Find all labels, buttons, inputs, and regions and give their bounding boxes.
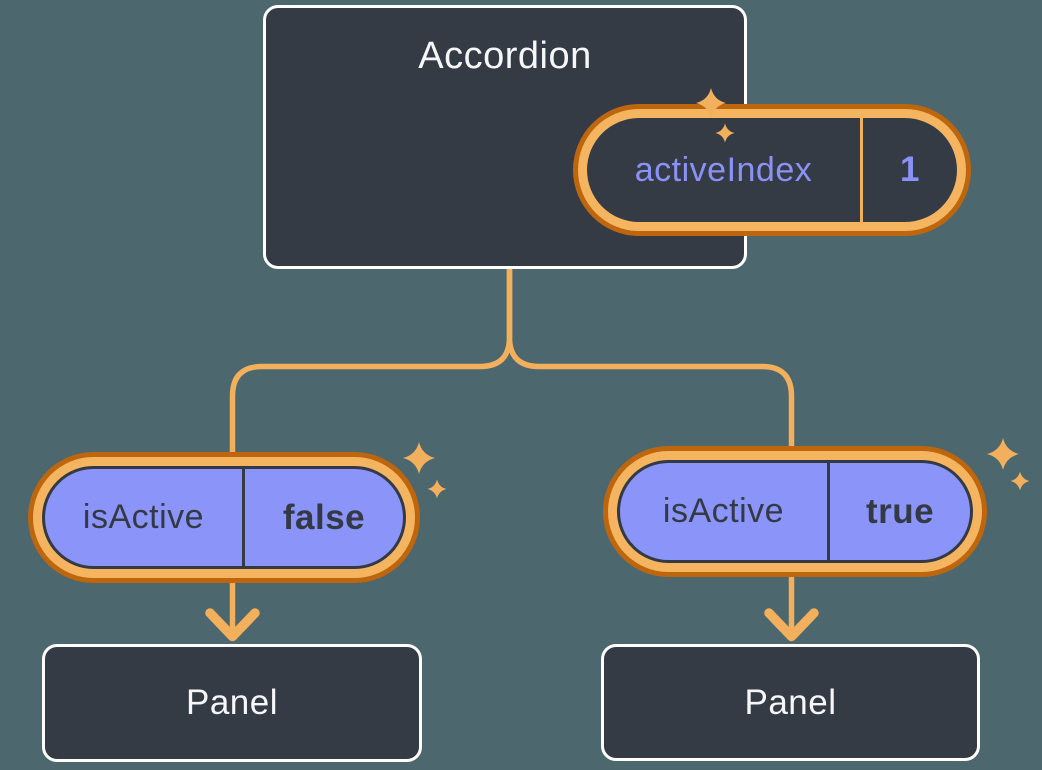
state-pill-ring: activeIndex 1 — [578, 109, 966, 231]
state-value: 1 — [900, 150, 920, 189]
component-title: Panel — [185, 683, 279, 722]
prop-name: isActive — [620, 463, 830, 560]
prop-value: true — [865, 491, 935, 531]
component-title: Panel — [744, 682, 837, 722]
prop-value: false — [282, 497, 366, 537]
panel-component-box-left: Panel — [42, 644, 422, 762]
accordion-component-box: Accordion activeIndex 1 — [263, 5, 971, 269]
state-pill: activeIndex 1 — [573, 104, 971, 236]
prop-name: isActive — [45, 469, 245, 566]
state-name: activeIndex — [587, 118, 863, 222]
prop-pill-left: isActive false — [28, 452, 420, 583]
component-title: Accordion — [418, 35, 592, 77]
arrow-down-icon-left — [205, 608, 260, 642]
prop-pill-ring: isActive true — [608, 451, 982, 572]
panel-component-box-right: Panel — [601, 644, 980, 761]
sparkle-icon-right-prop — [987, 438, 1030, 491]
prop-pill-right: isActive true — [603, 446, 987, 577]
arrow-down-icon-right — [764, 608, 819, 642]
prop-pill-ring: isActive false — [33, 457, 415, 578]
